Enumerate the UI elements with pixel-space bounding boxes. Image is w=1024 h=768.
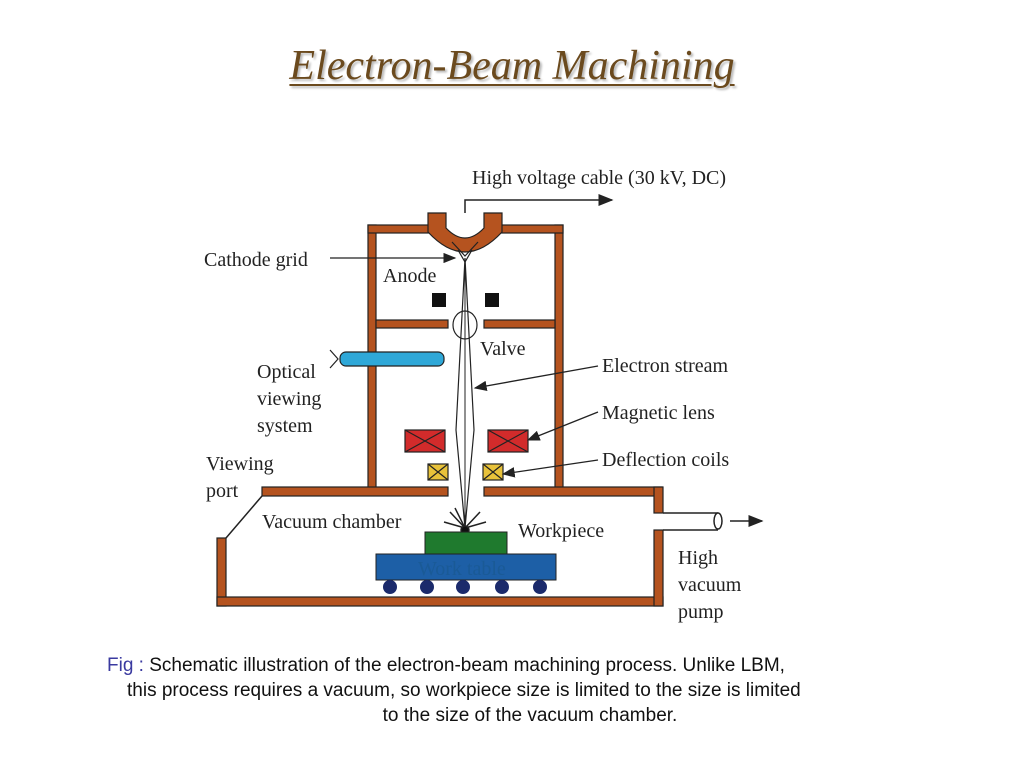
work-table	[375, 553, 557, 581]
optical-tube	[339, 351, 445, 367]
caption-prefix: Fig :	[107, 655, 144, 676]
anode-block-left	[432, 293, 446, 307]
beam-impact-spark	[443, 507, 487, 535]
cathode-grid-label: Cathode grid	[204, 249, 308, 271]
leader-lines	[330, 252, 599, 478]
ebm-schematic: Work table High voltage cable (30 kV, DC…	[204, 167, 764, 623]
optical-label-line1: Optical	[257, 361, 316, 383]
page-title: Electron-Beam Machining	[289, 43, 735, 89]
vacuum-chamber-label: Vacuum chamber	[262, 511, 402, 533]
optical-eyepiece	[329, 349, 339, 369]
caption-line-3: to the size of the vacuum chamber.	[382, 705, 678, 726]
viewing-port	[225, 495, 263, 539]
vacuum-chamber	[216, 486, 664, 607]
optical-label-line3: system	[257, 415, 313, 437]
magnetic-lens-label: Magnetic lens	[602, 402, 715, 424]
cathode-cup	[427, 212, 503, 253]
deflection-coils-label: Deflection coils	[602, 449, 729, 471]
electron-stream-label: Electron stream	[602, 355, 728, 377]
deflection-coil-left	[427, 463, 449, 481]
work-table-label: Work table	[418, 558, 506, 580]
optical-label-line2: viewing	[257, 388, 321, 410]
figure-caption: Fig : Schematic illustration of the elec…	[100, 653, 960, 728]
anode-block-right	[485, 293, 499, 307]
caption-line-1: Fig : Schematic illustration of the elec…	[100, 653, 960, 678]
magnetic-lens-right	[487, 429, 529, 453]
caption-line-1-text: Schematic illustration of the electron-b…	[149, 655, 785, 676]
viewing-port-label-line2: port	[206, 480, 239, 502]
deflection-coil-right	[482, 463, 504, 481]
pump-label-line2: vacuum	[678, 574, 742, 596]
table-rollers	[383, 580, 547, 594]
high-voltage-cable-label: High voltage cable (30 kV, DC)	[472, 167, 726, 189]
pump-label-line3: pump	[678, 601, 724, 623]
workpiece	[424, 531, 508, 555]
pump-label-line1: High	[678, 547, 718, 569]
pump-duct	[663, 512, 764, 531]
viewing-port-label-line1: Viewing	[206, 453, 274, 475]
workpiece-label: Workpiece	[518, 520, 604, 542]
anode-label: Anode	[383, 265, 436, 287]
valve-label: Valve	[480, 338, 526, 360]
high-voltage-cable	[464, 194, 614, 213]
caption-line-2: this process requires a vacuum, so workp…	[127, 680, 801, 701]
magnetic-lens-left	[404, 429, 446, 453]
